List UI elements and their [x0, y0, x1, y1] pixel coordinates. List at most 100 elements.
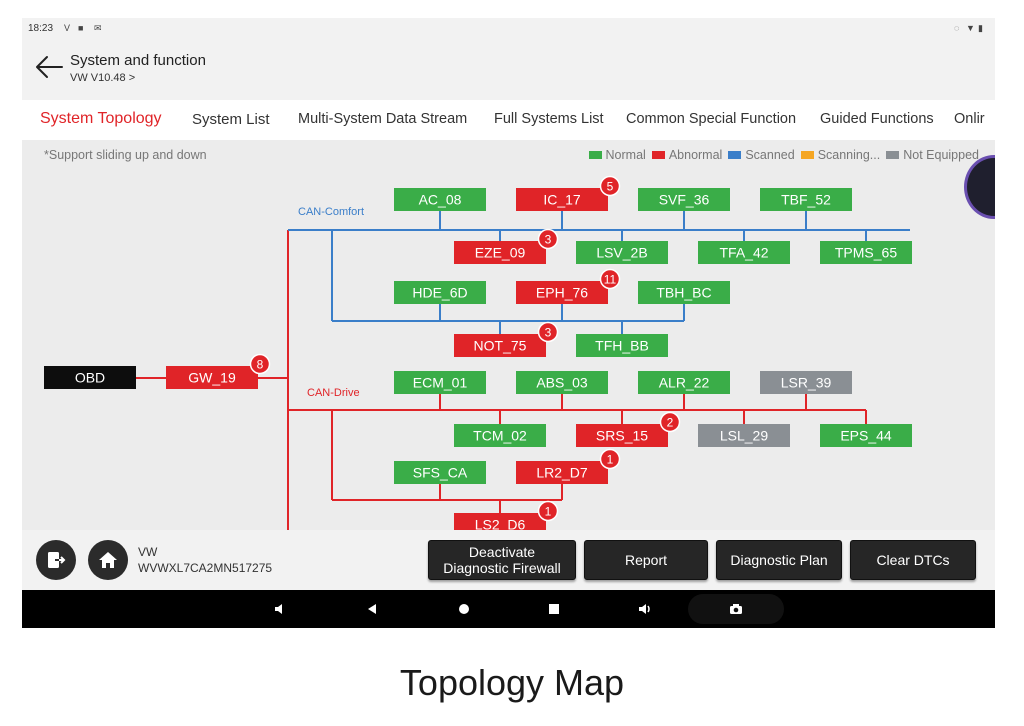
report-button[interactable]: Report	[584, 540, 708, 580]
legend-swatch-scanning	[800, 151, 814, 159]
software-version-link[interactable]: VW V10.48 >	[70, 72, 136, 84]
ecu-node-box-ls2-d6[interactable]	[454, 513, 546, 530]
ecu-node-lsv-2b[interactable]: LSV_2B	[576, 241, 668, 264]
ecu-node-box-ecm-01[interactable]	[394, 371, 486, 394]
vehicle-make: VW	[138, 545, 158, 559]
ecu-node-tfh-bb[interactable]: TFH_BB	[576, 334, 668, 357]
home-icon	[99, 552, 117, 568]
ecu-node-label-hde-6d: HDE_6D	[412, 285, 467, 301]
ecu-node-lsl-29[interactable]: LSL_29	[698, 424, 790, 447]
diagnostic-plan-button[interactable]: Diagnostic Plan	[716, 540, 842, 580]
tab-system-list[interactable]: System List	[192, 111, 270, 128]
deactivate-firewall-line2: Diagnostic Firewall	[443, 560, 561, 576]
ecu-node-srs-15[interactable]: SRS_152	[576, 411, 681, 448]
ecu-node-box-tpms-65[interactable]	[820, 241, 912, 264]
ecu-node-label-tfa-42: TFA_42	[719, 245, 768, 261]
dtc-badge-ic-17	[599, 175, 621, 197]
ecu-node-box-not-75[interactable]	[454, 334, 546, 357]
ecu-node-box-lsv-2b[interactable]	[576, 241, 668, 264]
ecu-node-tcm-02[interactable]: TCM_02	[454, 424, 546, 447]
ecu-node-obd[interactable]: OBD	[44, 366, 136, 389]
ecu-node-sfs-ca[interactable]: SFS_CA	[394, 461, 486, 484]
clear-dtcs-button[interactable]: Clear DTCs	[850, 540, 976, 580]
function-tab-bar: System Topology System List Multi-System…	[22, 100, 995, 140]
tab-multi-system-data-stream[interactable]: Multi-System Data Stream	[298, 111, 468, 127]
ecu-node-gw-19[interactable]: GW_198	[166, 353, 271, 390]
volume-down-icon[interactable]	[272, 600, 288, 618]
exit-button[interactable]	[36, 540, 76, 580]
tab-full-systems-list[interactable]: Full Systems List	[494, 111, 604, 127]
ecu-node-box-lsr-39[interactable]	[760, 371, 852, 394]
tab-online[interactable]: Onlir	[954, 111, 985, 127]
ecu-node-ic-17[interactable]: IC_175	[516, 175, 621, 212]
ecu-node-lsr-39[interactable]: LSR_39	[760, 371, 852, 394]
ecu-node-hde-6d[interactable]: HDE_6D	[394, 281, 486, 304]
ecu-node-tpms-65[interactable]: TPMS_65	[820, 241, 912, 264]
ecu-node-box-eps-44[interactable]	[820, 424, 912, 447]
topology-content[interactable]: *Support sliding up and down Normal Abno…	[22, 140, 995, 530]
ecu-node-tbf-52[interactable]: TBF_52	[760, 188, 852, 211]
legend-normal: Normal	[588, 148, 646, 162]
ecu-node-label-lsr-39: LSR_39	[781, 375, 832, 391]
tab-guided-functions[interactable]: Guided Functions	[820, 111, 934, 127]
deactivate-firewall-button[interactable]: Deactivate Diagnostic Firewall	[428, 540, 576, 580]
ecu-node-tfa-42[interactable]: TFA_42	[698, 241, 790, 264]
ecu-node-label-eze-09: EZE_09	[475, 245, 526, 261]
home-button[interactable]	[88, 540, 128, 580]
ecu-node-label-lr2-d7: LR2_D7	[536, 465, 588, 481]
ecu-node-eze-09[interactable]: EZE_09 3	[454, 228, 559, 265]
ecu-node-tbh-bc[interactable]: TBH_BC	[638, 281, 730, 304]
ecu-node-ls2-d6[interactable]: LS2_D6 1	[454, 500, 559, 531]
dtc-count-eze-09: 3	[545, 232, 552, 246]
ecu-node-box-lsl-29[interactable]	[698, 424, 790, 447]
volume-up-icon[interactable]	[636, 600, 654, 618]
ecu-node-lr2-d7[interactable]: LR2_D71	[516, 448, 621, 485]
ecu-node-box-tcm-02[interactable]	[454, 424, 546, 447]
ecu-node-box-alr-22[interactable]	[638, 371, 730, 394]
ecu-node-box-lr2-d7[interactable]	[516, 461, 608, 484]
ecu-node-box-eph-76[interactable]	[516, 281, 608, 304]
ecu-node-not-75[interactable]: NOT_753	[454, 321, 559, 358]
ecu-node-box-tfh-bb[interactable]	[576, 334, 668, 357]
recents-nav-icon[interactable]	[546, 600, 562, 618]
legend-label-scanning: Scanning...	[817, 148, 881, 162]
ecu-node-label-lsv-2b: LSV_2B	[596, 245, 647, 261]
back-arrow-icon[interactable]	[34, 54, 64, 80]
ecu-node-eps-44[interactable]: EPS_44	[820, 424, 912, 447]
ecu-node-label-ecm-01: ECM_01	[413, 375, 468, 391]
ecu-node-ecm-01[interactable]: ECM_01	[394, 371, 486, 394]
ecu-node-box-hde-6d[interactable]	[394, 281, 486, 304]
ecu-node-box-sfs-ca[interactable]	[394, 461, 486, 484]
legend-swatch-normal	[588, 151, 602, 159]
legend-not-equipped: Not Equipped	[886, 148, 979, 162]
tab-system-topology[interactable]: System Topology	[40, 110, 162, 127]
ecu-node-box-obd[interactable]	[44, 366, 136, 389]
tab-common-special-function[interactable]: Common Special Function	[626, 111, 797, 127]
ecu-node-box-gw-19[interactable]	[166, 366, 258, 389]
ecu-node-box-ac-08[interactable]	[394, 188, 486, 211]
camera-icon[interactable]	[728, 600, 744, 618]
ecu-node-svf-36[interactable]: SVF_36	[638, 188, 730, 211]
legend-scanned: Scanned	[728, 148, 795, 162]
ecu-node-box-eze-09[interactable]	[454, 241, 546, 264]
back-nav-icon[interactable]	[364, 600, 380, 618]
notification-square-icon: ■	[78, 23, 84, 33]
ecu-node-ac-08[interactable]: AC_08	[394, 188, 486, 211]
dtc-badge-lr2-d7	[599, 448, 621, 470]
device-screen: 18:23 V ■ ✉ ◌ ▼ ▮ System and function VW…	[22, 18, 995, 628]
dtc-count-ls2-d6: 1	[545, 504, 552, 518]
ecu-node-abs-03[interactable]: ABS_03	[516, 371, 608, 394]
home-nav-icon[interactable]	[456, 600, 472, 618]
ecu-node-box-tbf-52[interactable]	[760, 188, 852, 211]
ecu-node-alr-22[interactable]: ALR_22	[638, 371, 730, 394]
ecu-node-box-tbh-bc[interactable]	[638, 281, 730, 304]
scroll-hint: *Support sliding up and down	[44, 148, 207, 162]
ecu-node-label-ls2-d6: LS2_D6	[475, 517, 526, 531]
ecu-node-box-ic-17[interactable]	[516, 188, 608, 211]
ecu-node-box-abs-03[interactable]	[516, 371, 608, 394]
dtc-count-gw-19: 8	[257, 357, 264, 371]
ecu-node-box-srs-15[interactable]	[576, 424, 668, 447]
ecu-node-box-tfa-42[interactable]	[698, 241, 790, 264]
ecu-node-box-svf-36[interactable]	[638, 188, 730, 211]
